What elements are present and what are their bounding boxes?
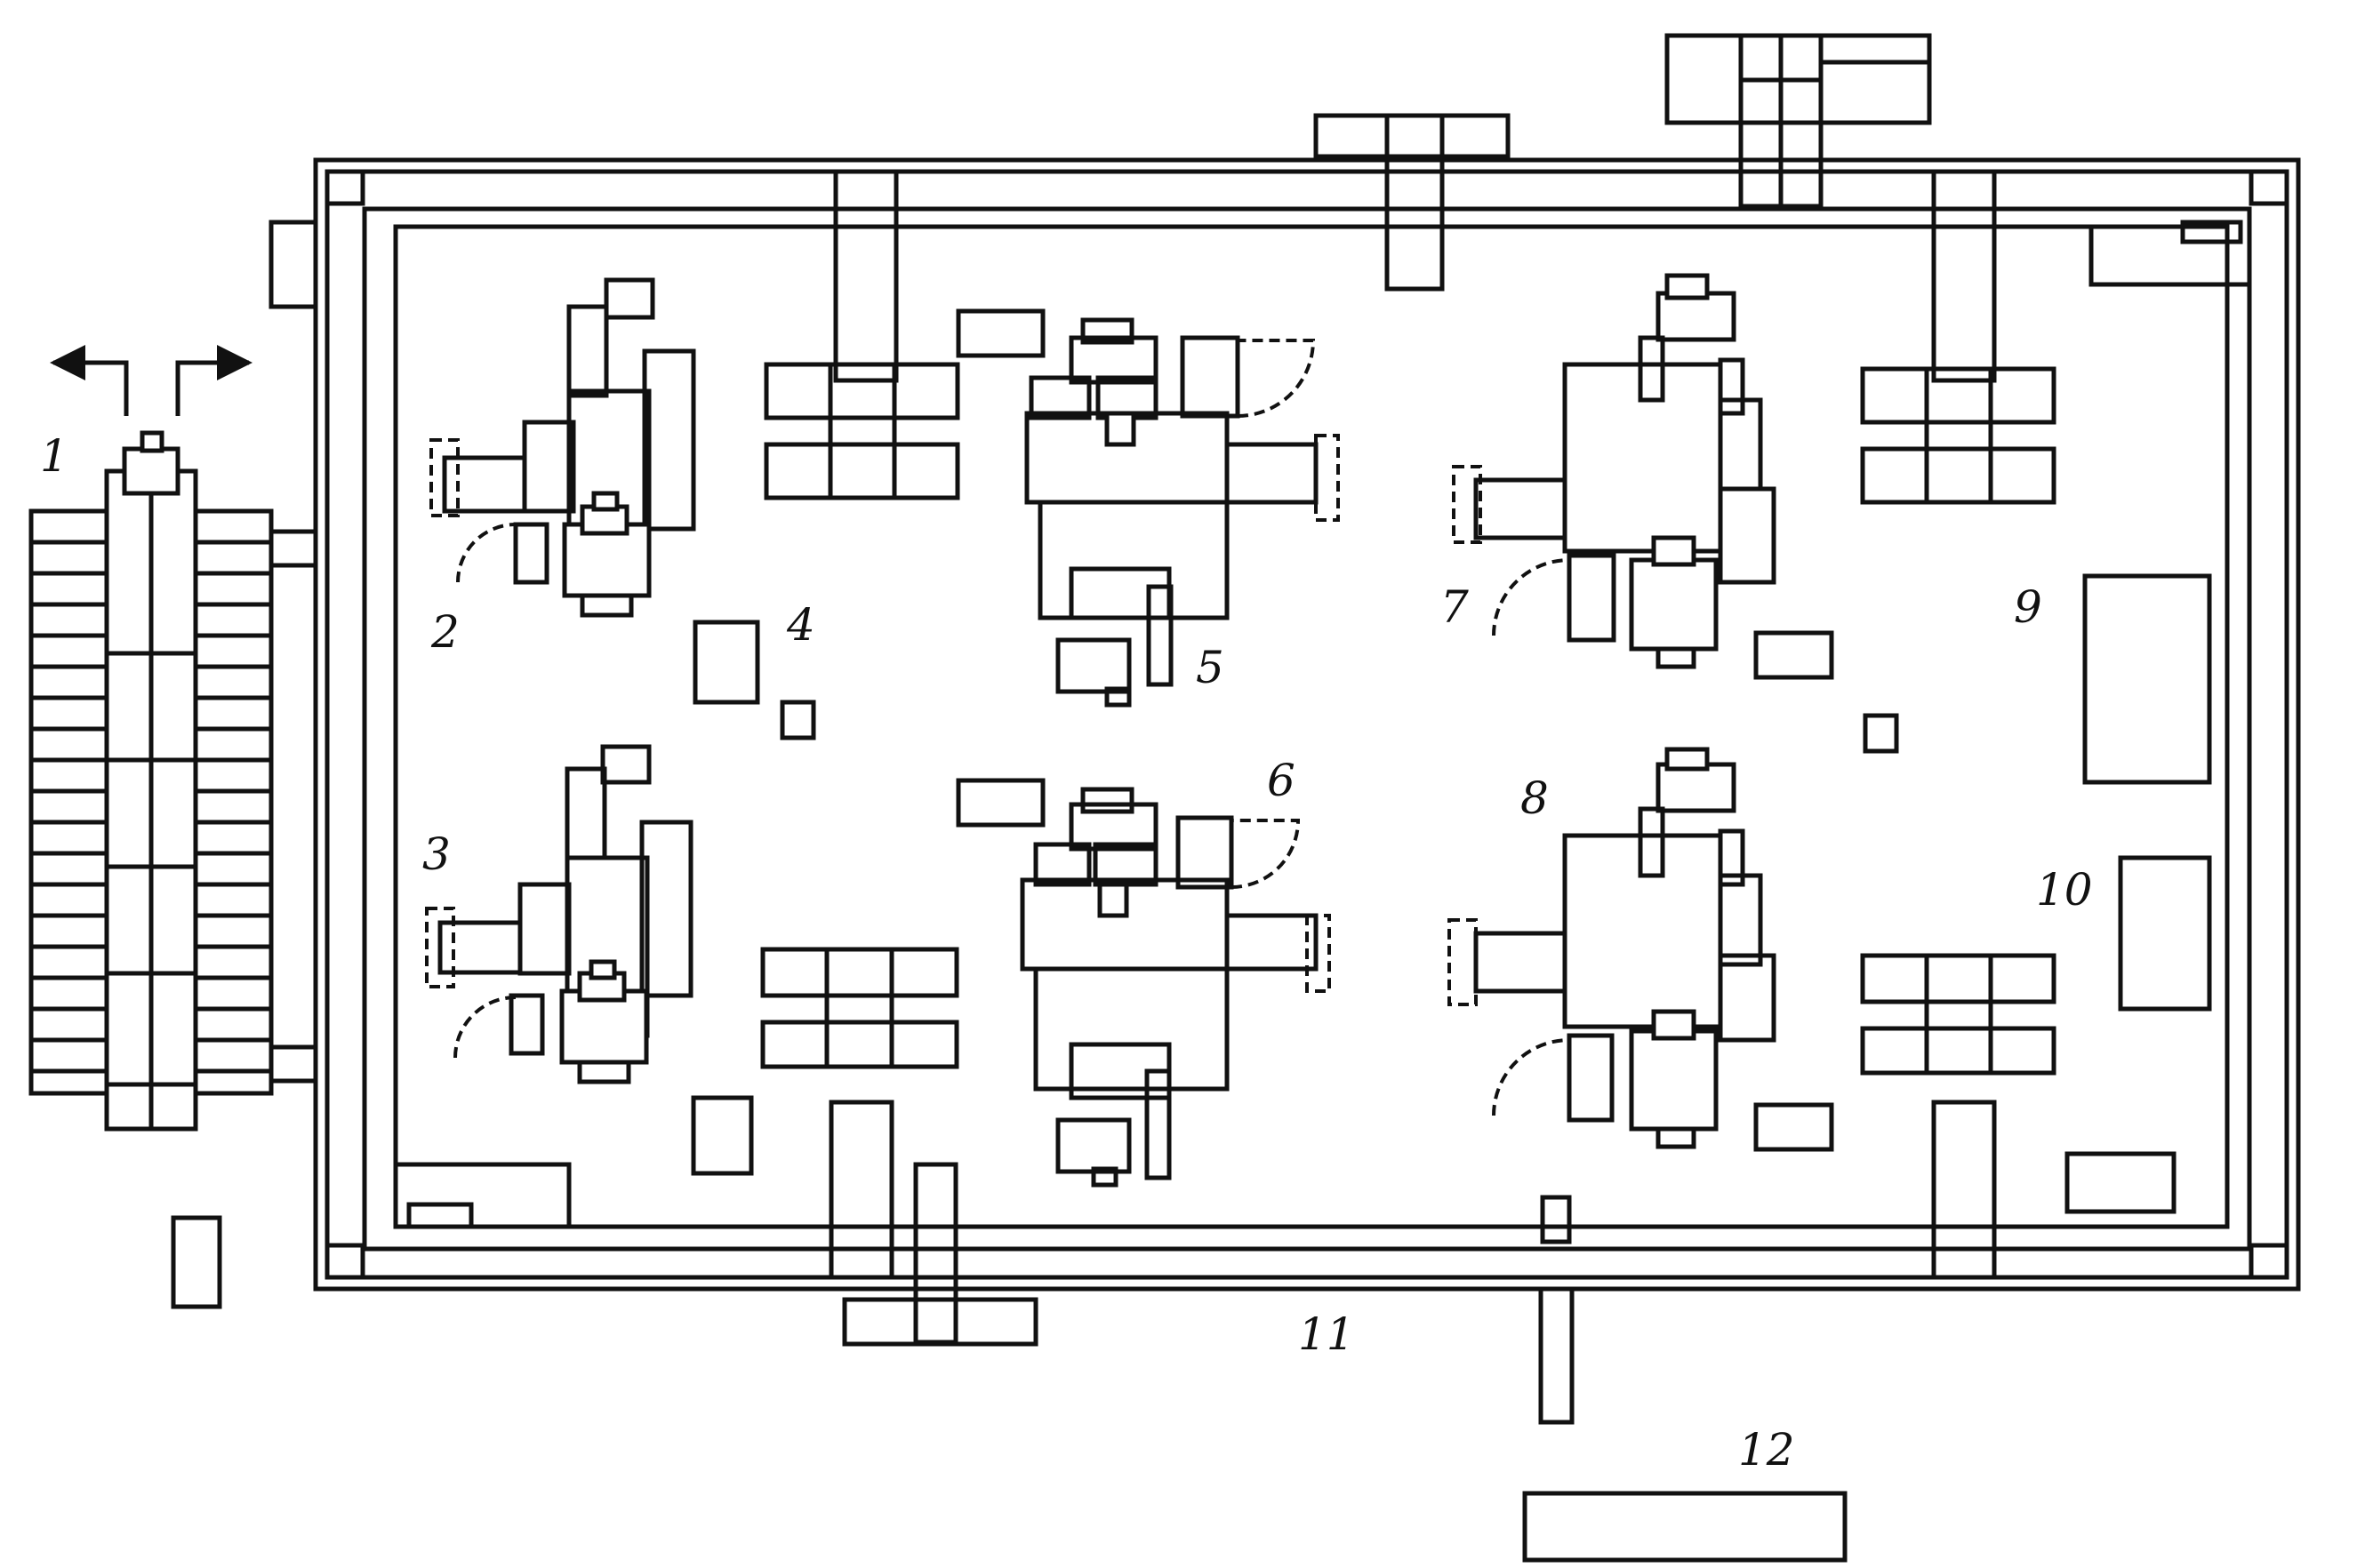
cross-aisles bbox=[829, 169, 1997, 1280]
callout-7: 7 bbox=[1440, 581, 1469, 633]
callout-8: 8 bbox=[1520, 772, 1549, 824]
callout-2: 2 bbox=[430, 606, 460, 658]
callout-11: 11 bbox=[1298, 1308, 1355, 1360]
machine-6 bbox=[1020, 787, 1331, 1188]
workstation-grid-upper-right bbox=[1860, 366, 2056, 505]
workstation-grid-lower-left bbox=[760, 947, 959, 1069]
workstation-grid-lower-right bbox=[1860, 953, 2056, 1076]
transfer-line bbox=[28, 430, 318, 1309]
bottom-structures bbox=[396, 1162, 1848, 1563]
machine-8 bbox=[1447, 747, 1834, 1152]
callout-10: 10 bbox=[2036, 864, 2093, 916]
machine-3 bbox=[425, 744, 693, 1084]
callout-12: 12 bbox=[1738, 1424, 1795, 1476]
callout-labels: 1 2 3 4 5 6 7 8 9 10 11 12 bbox=[40, 430, 2093, 1476]
machine-7 bbox=[1452, 273, 1834, 680]
callout-4: 4 bbox=[786, 599, 815, 651]
area-9-10-items bbox=[1863, 220, 2249, 1214]
area-4-items bbox=[691, 308, 1046, 1176]
callout-6: 6 bbox=[1267, 755, 1295, 806]
workstation-grid-upper-left bbox=[764, 362, 960, 500]
building-walls bbox=[313, 157, 2301, 1292]
callout-5: 5 bbox=[1196, 642, 1224, 693]
machine-2 bbox=[429, 277, 696, 618]
callout-9: 9 bbox=[2014, 581, 2042, 633]
machine-5 bbox=[1024, 317, 1340, 708]
double-arrow-left-right-icon bbox=[50, 345, 253, 416]
callout-1: 1 bbox=[40, 430, 68, 482]
callout-3: 3 bbox=[422, 828, 451, 880]
top-structures bbox=[269, 33, 1932, 309]
